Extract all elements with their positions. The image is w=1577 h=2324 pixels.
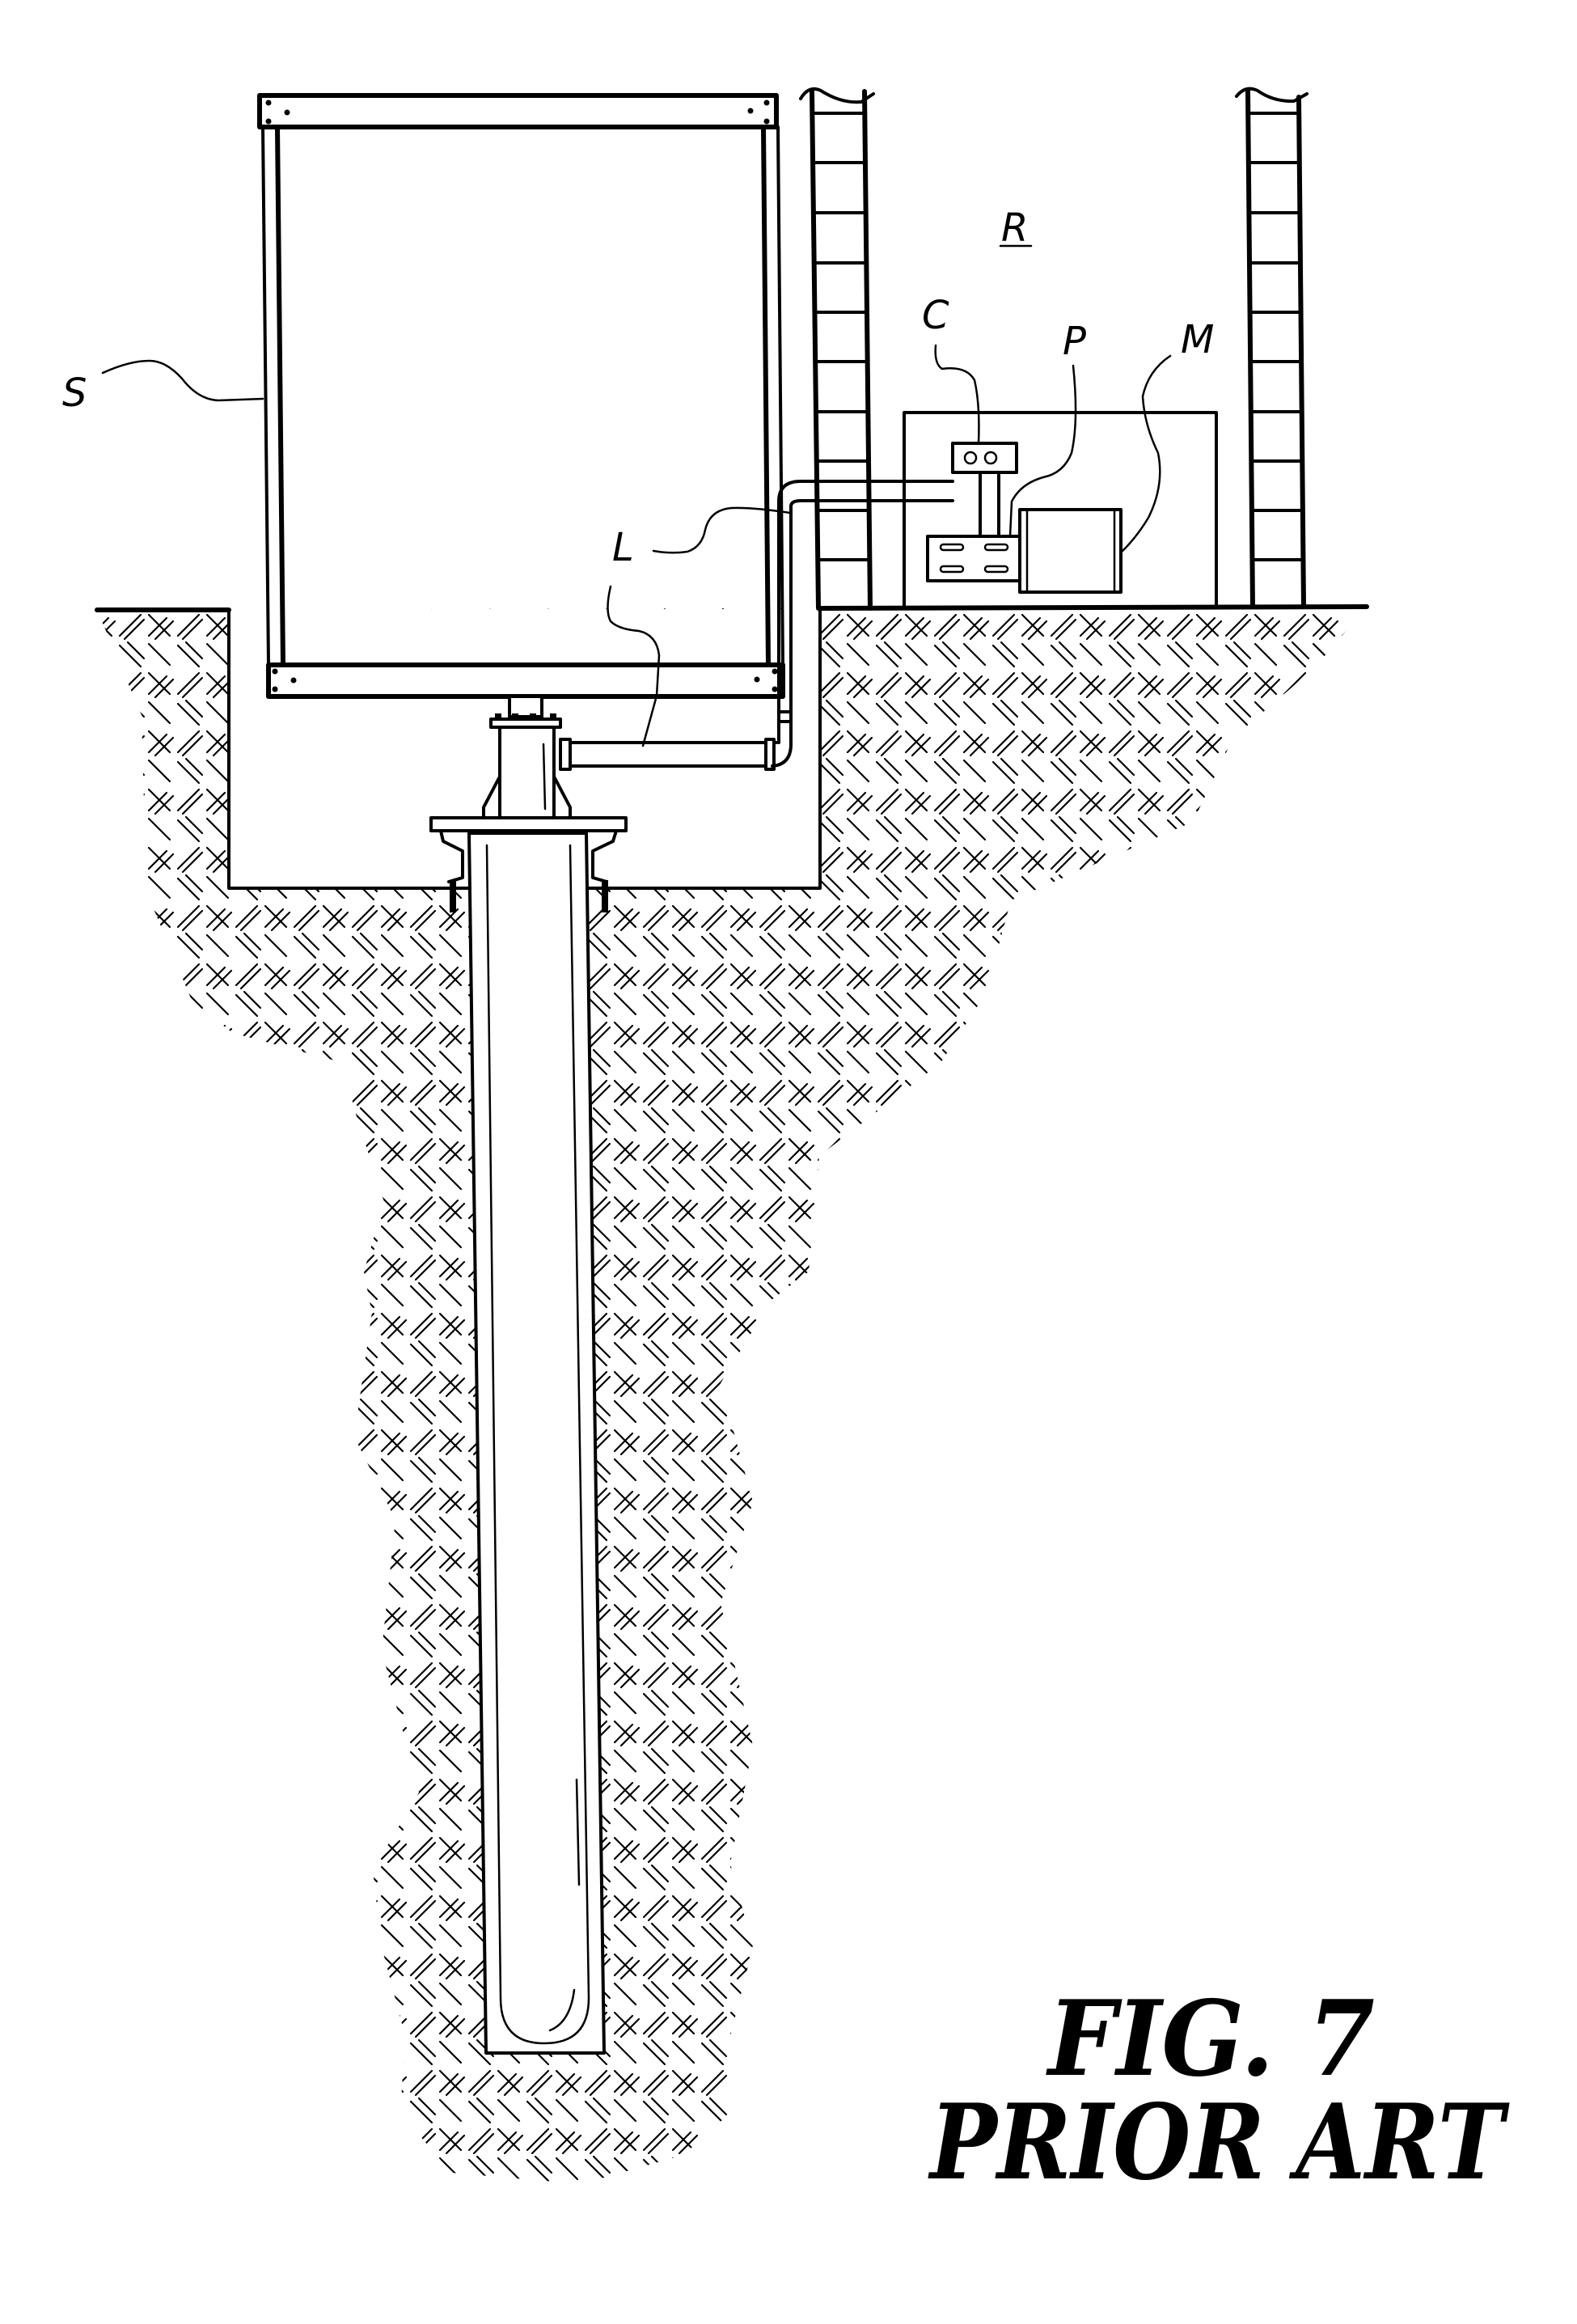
leader-l-upper [652,506,792,554]
label-r: R [1001,205,1028,251]
rail-bolts [265,99,778,692]
anchor-bolt-left [450,880,456,912]
ground-line-right [818,604,1369,611]
motor-unit [1018,508,1123,594]
indicator-light-2 [983,451,998,465]
figure-caption-prior-art: PRIOR ART [928,2082,1509,2203]
controller-conduit [979,471,1000,538]
label-m: M [1181,317,1214,362]
sign-top-rail [257,93,779,129]
brick-wall-right [1235,87,1309,609]
leader-p [1008,364,1077,538]
figure-caption-number: FIG. 7 [1046,1979,1375,2100]
equipment-cabinet [903,411,1218,608]
anchor-bolt-right [602,880,608,912]
well-casing [467,832,606,2055]
sign-bottom-rail [266,662,785,699]
label-s: S [62,370,87,416]
cylinder-highlight [548,1778,581,2032]
label-p: P [1063,319,1086,364]
hydraulic-cylinder [485,844,590,2045]
fluid-line [559,480,954,771]
leader-m [1119,354,1172,554]
leader-c [934,344,980,445]
base-plate [429,816,628,832]
leader-lines [101,344,1172,747]
label-l: L [612,525,634,570]
leader-l-lower [607,585,661,747]
indicator-light-1 [963,451,978,465]
soil-hatch [97,607,1367,2184]
sign-panel [257,93,785,699]
sign-support-post [429,695,628,912]
pump-unit [926,535,1021,582]
leader-s [101,359,264,402]
brick-wall-left [799,87,875,611]
label-c: C [922,293,949,338]
